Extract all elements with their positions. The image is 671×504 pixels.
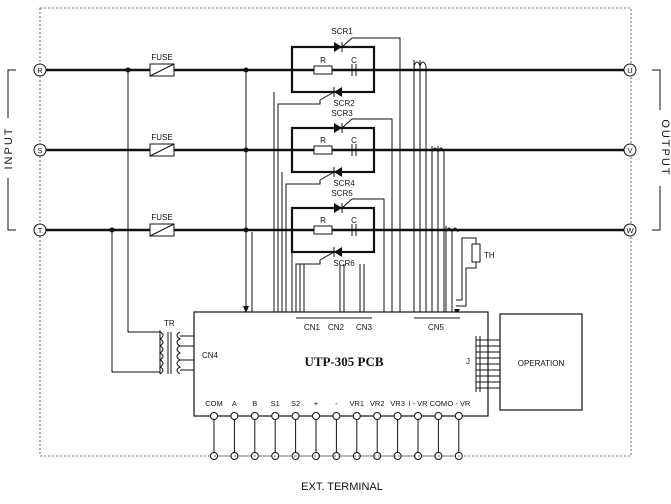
ext-terminal-label: EXT. TERMINAL bbox=[301, 481, 383, 493]
svg-text:V: V bbox=[627, 146, 632, 155]
svg-text:TR: TR bbox=[164, 319, 175, 328]
terminal-posts bbox=[210, 412, 463, 460]
transformer: TR bbox=[159, 319, 194, 375]
operation-ribbon bbox=[475, 336, 500, 392]
output-terminal-v: V bbox=[623, 143, 637, 157]
terminal-post bbox=[434, 412, 443, 420]
terminal-post bbox=[454, 412, 463, 420]
j-right-label: J bbox=[466, 357, 470, 366]
scr-module-2: R C SCR3 SCR4 bbox=[290, 109, 376, 188]
terminal-post bbox=[230, 412, 239, 420]
terminal-post bbox=[332, 412, 341, 420]
svg-text:R: R bbox=[320, 216, 326, 225]
terminal-post bbox=[312, 412, 320, 420]
output-terminal-w: W bbox=[623, 223, 637, 237]
terminal-post bbox=[352, 412, 361, 420]
terminal-label: VR2 bbox=[370, 399, 385, 408]
cn3-label: CN3 bbox=[356, 323, 373, 332]
svg-text:C: C bbox=[351, 136, 357, 145]
terminal-post bbox=[291, 412, 300, 420]
svg-text:R: R bbox=[320, 56, 326, 65]
svg-text:FUSE: FUSE bbox=[151, 53, 172, 62]
terminal-label: S2 bbox=[291, 399, 300, 408]
tr-feed-t bbox=[111, 230, 160, 373]
scr4-label: SCR4 bbox=[333, 179, 355, 188]
svg-text:R: R bbox=[320, 136, 326, 145]
terminal-label: S1 bbox=[271, 399, 280, 408]
scr5-label: SCR5 bbox=[331, 189, 353, 198]
current-sense-wiring bbox=[413, 60, 460, 315]
terminal-label: B bbox=[252, 399, 257, 408]
fuse-t: FUSE bbox=[149, 213, 175, 237]
scr1-label: SCR1 bbox=[331, 27, 353, 36]
terminal-label: I - VR bbox=[408, 399, 428, 408]
gate-wiring bbox=[273, 37, 401, 312]
terminal-label: COM bbox=[205, 399, 223, 408]
terminal-label: A bbox=[232, 399, 237, 408]
thermistor: TH bbox=[456, 237, 495, 307]
terminal-label: O - VR bbox=[447, 399, 471, 408]
terminal-screw bbox=[352, 452, 361, 460]
terminal-post bbox=[414, 412, 422, 420]
svg-text:T: T bbox=[38, 226, 43, 235]
svg-text:S: S bbox=[37, 146, 42, 155]
scr-module-1: R C SCR1 SCR2 bbox=[290, 27, 376, 108]
terminal-post bbox=[393, 412, 402, 420]
svg-text:FUSE: FUSE bbox=[151, 213, 172, 222]
terminal-post bbox=[250, 412, 259, 420]
terminal-post bbox=[373, 412, 382, 420]
output-terminal-u: U bbox=[623, 63, 637, 77]
svg-text:U: U bbox=[627, 66, 632, 75]
input-terminal-r: R bbox=[33, 63, 47, 77]
svg-text:FUSE: FUSE bbox=[151, 133, 172, 142]
terminal-label: + bbox=[314, 399, 319, 408]
svg-text:C: C bbox=[351, 56, 357, 65]
operation-box bbox=[499, 313, 583, 411]
terminal-label: COM bbox=[430, 399, 448, 408]
tr-feed-r bbox=[127, 70, 160, 333]
operation-label: OPERATION bbox=[518, 359, 565, 368]
pcb-title: UTP-305 PCB bbox=[304, 354, 383, 369]
terminal-post bbox=[271, 412, 280, 420]
svg-text:C: C bbox=[351, 216, 357, 225]
fuse-r: FUSE bbox=[149, 53, 175, 77]
cn5-label: CN5 bbox=[428, 323, 445, 332]
input-terminal-t: T bbox=[33, 223, 47, 237]
cn1-label: CN1 bbox=[304, 323, 321, 332]
input-label: INPUT bbox=[3, 127, 15, 170]
pcb-board bbox=[193, 311, 489, 417]
input-terminal-s: S bbox=[33, 143, 47, 157]
cn4-label: CN4 bbox=[202, 351, 219, 360]
terminal-post bbox=[210, 412, 218, 420]
scr-module-3: R C SCR5 SCR6 bbox=[290, 189, 376, 268]
terminal-label: VR1 bbox=[350, 399, 365, 408]
scr6-label: SCR6 bbox=[333, 259, 355, 268]
cn2-label: CN2 bbox=[328, 323, 345, 332]
output-label: OUTPUT bbox=[659, 119, 671, 176]
svg-text:R: R bbox=[37, 66, 43, 75]
terminal-label: - bbox=[335, 399, 338, 408]
svg-text:TH: TH bbox=[484, 251, 495, 260]
scr3-label: SCR3 bbox=[331, 109, 353, 118]
terminal-label: VR3 bbox=[390, 399, 405, 408]
svg-text:W: W bbox=[626, 226, 634, 235]
scr2-label: SCR2 bbox=[333, 99, 355, 108]
terminal-screw bbox=[373, 452, 382, 460]
fuse-s: FUSE bbox=[149, 133, 175, 157]
